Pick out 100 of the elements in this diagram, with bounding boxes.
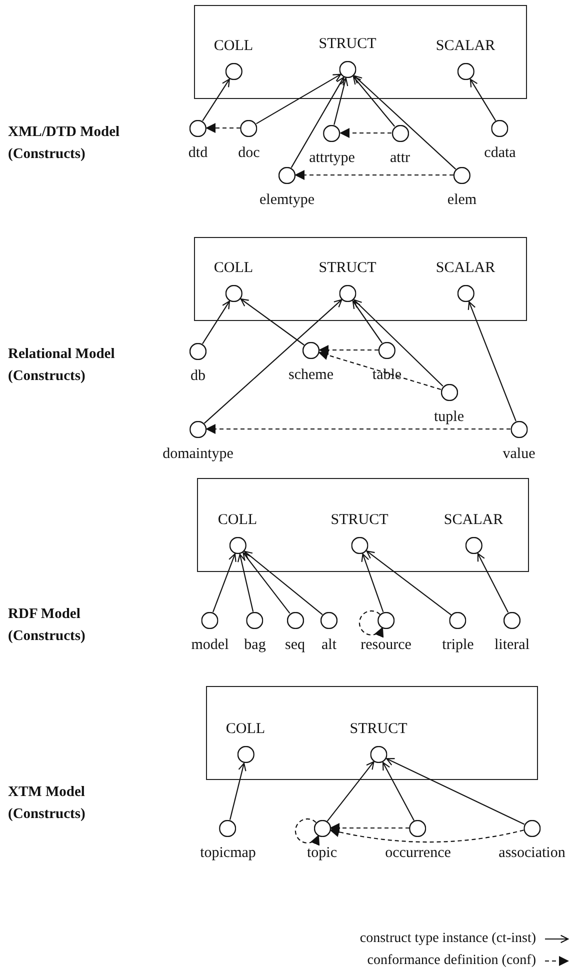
model-box bbox=[197, 478, 529, 572]
arrow bbox=[237, 554, 254, 612]
node-label: COLL bbox=[226, 721, 266, 737]
node-label: COLL bbox=[214, 260, 254, 276]
arrow bbox=[340, 128, 392, 138]
legend-label: conformance definition (conf) bbox=[367, 952, 536, 970]
node-label: elem bbox=[447, 192, 477, 208]
construct-node: scheme bbox=[288, 342, 334, 384]
node-label: alt bbox=[322, 636, 336, 652]
arrow bbox=[212, 553, 236, 612]
node-label: table bbox=[372, 366, 402, 382]
arrow bbox=[242, 552, 290, 614]
construct-node: alt bbox=[320, 612, 338, 654]
construct-node: STRUCT bbox=[318, 35, 376, 78]
node-label: cdata bbox=[484, 144, 516, 160]
construct-node: cdata bbox=[484, 120, 516, 162]
construct-node: bag bbox=[244, 612, 266, 654]
construct-node: STRUCT bbox=[330, 511, 388, 554]
arrow bbox=[256, 74, 342, 124]
arrow bbox=[329, 827, 524, 843]
arrow bbox=[468, 301, 516, 422]
model-box bbox=[194, 237, 527, 321]
node-label: attrtype bbox=[309, 150, 355, 166]
arrow bbox=[244, 550, 323, 616]
arrow bbox=[330, 823, 410, 833]
construct-node: COLL bbox=[218, 511, 258, 554]
node-label: value bbox=[502, 446, 536, 462]
model-box bbox=[194, 5, 527, 99]
legend-label: construct type instance (ct-inst) bbox=[360, 930, 536, 948]
arrow bbox=[326, 761, 374, 822]
node-label: COLL bbox=[218, 512, 258, 528]
construct-node: resource bbox=[360, 612, 412, 654]
construct-node: association bbox=[498, 820, 566, 862]
arrow bbox=[352, 300, 383, 344]
construct-node: seq bbox=[285, 612, 305, 654]
construct-node: STRUCT bbox=[350, 720, 408, 763]
construct-node: SCALAR bbox=[444, 511, 504, 554]
arrow bbox=[294, 170, 454, 180]
construct-node: attrtype bbox=[309, 124, 355, 166]
arrow bbox=[318, 350, 442, 390]
model-title: XML/DTD Model (Constructs) bbox=[8, 123, 121, 164]
node-label: domaintype bbox=[162, 446, 234, 462]
node-label: STRUCT bbox=[350, 721, 408, 737]
construct-node: topic bbox=[307, 820, 337, 862]
arrow bbox=[202, 300, 230, 344]
construct-node: SCALAR bbox=[436, 259, 496, 302]
arrow bbox=[206, 424, 510, 434]
arrow bbox=[206, 123, 240, 133]
node-label: STRUCT bbox=[330, 512, 388, 528]
construct-node: table bbox=[372, 342, 402, 384]
node-label: occurrence bbox=[385, 844, 451, 860]
arrow bbox=[202, 78, 230, 122]
arrow bbox=[229, 762, 246, 820]
model-title: Relational Model (Constructs) bbox=[8, 345, 116, 386]
arrow bbox=[352, 76, 396, 127]
construct-node: model bbox=[191, 612, 229, 654]
node-label: seq bbox=[285, 636, 305, 652]
node-label: tuple bbox=[434, 408, 464, 424]
node-label: STRUCT bbox=[318, 36, 376, 52]
arrow bbox=[204, 299, 342, 424]
node-label: COLL bbox=[214, 38, 254, 54]
construct-node: COLL bbox=[214, 37, 254, 80]
node-label: attr bbox=[390, 150, 410, 166]
node-label: bag bbox=[244, 636, 266, 652]
node-label: scheme bbox=[288, 366, 334, 382]
construct-node: COLL bbox=[214, 259, 254, 302]
node-label: SCALAR bbox=[436, 260, 496, 276]
construct-node: attr bbox=[390, 124, 410, 166]
arrow bbox=[470, 78, 496, 121]
model-title: RDF Model (Constructs) bbox=[8, 605, 86, 646]
construct-node: tuple bbox=[434, 384, 464, 426]
node-label: STRUCT bbox=[318, 260, 376, 276]
arrow bbox=[334, 78, 348, 125]
arrow bbox=[318, 345, 378, 355]
construct-node: STRUCT bbox=[318, 259, 376, 302]
node-label: literal bbox=[494, 636, 530, 652]
arrow bbox=[240, 298, 304, 346]
arrow bbox=[354, 299, 444, 386]
construct-node: doc bbox=[238, 120, 260, 162]
construct-node: db bbox=[190, 342, 206, 384]
construct-node: dtd bbox=[188, 120, 208, 162]
arrow bbox=[361, 553, 384, 612]
construct-node: literal bbox=[494, 612, 530, 654]
arrow bbox=[382, 762, 414, 821]
arrow bbox=[294, 818, 319, 846]
construct-node: elemtype bbox=[260, 166, 314, 208]
construct-node: domaintype bbox=[162, 420, 234, 462]
node-label: SCALAR bbox=[436, 38, 496, 54]
node-label: elemtype bbox=[260, 192, 314, 208]
construct-node: occurrence bbox=[385, 820, 451, 862]
node-label: triple bbox=[442, 636, 474, 652]
arrow bbox=[358, 610, 383, 638]
arrow bbox=[477, 553, 509, 613]
arrow bbox=[386, 758, 525, 825]
node-label: model bbox=[191, 636, 229, 652]
construct-node: COLL bbox=[226, 720, 266, 763]
arrow bbox=[354, 75, 456, 170]
node-label: dtd bbox=[188, 144, 208, 160]
node-label: doc bbox=[238, 144, 260, 160]
model-box bbox=[206, 686, 538, 780]
